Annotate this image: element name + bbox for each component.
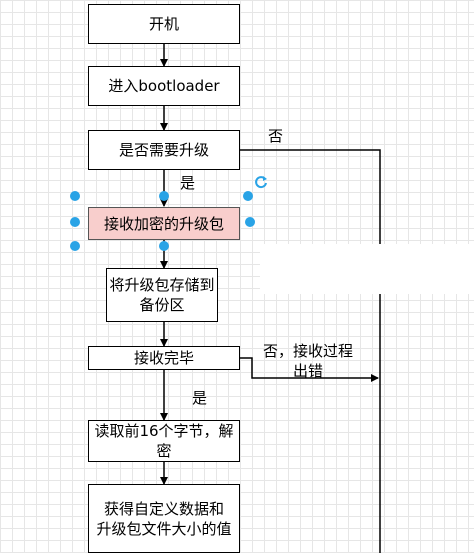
node-need-upgrade[interactable]: 是否需要升级 — [88, 130, 240, 170]
node-boot[interactable]: 开机 — [88, 4, 240, 44]
edge-no-upgrade — [240, 149, 381, 553]
selection-handle-bottom-left[interactable] — [70, 241, 80, 251]
node-receive-done[interactable]: 接收完毕 — [88, 346, 240, 370]
edge-receive-error — [240, 357, 379, 382]
selection-handle-top[interactable] — [159, 191, 169, 201]
selection-handle-top-right[interactable] — [243, 191, 253, 201]
node-enter-bootloader[interactable]: 进入bootloader — [88, 66, 240, 106]
selection-handle-left[interactable] — [70, 217, 80, 227]
edge-label-no: 否 — [268, 127, 284, 145]
rotate-handle-icon[interactable] — [254, 175, 268, 189]
edge-label-yes-2: 是 — [192, 389, 208, 407]
overlay-blank-panel — [260, 244, 474, 294]
node-store-backup[interactable]: 将升级包存储到 备份区 — [106, 268, 218, 322]
edge-label-receive-error: 否，接收过程 出错 — [262, 342, 353, 380]
node-get-custom-data[interactable]: 获得自定义数据和 升级包文件大小的值 — [88, 484, 240, 553]
selection-handle-bottom[interactable] — [159, 241, 169, 251]
selection-handle-top-left[interactable] — [70, 191, 80, 201]
node-receive-encrypted[interactable]: 接收加密的升级包 — [88, 207, 240, 240]
node-read-16-bytes[interactable]: 读取前16个字节，解 密 — [88, 420, 240, 462]
edge-label-yes-1: 是 — [180, 174, 196, 192]
selection-handle-right[interactable] — [245, 217, 255, 227]
